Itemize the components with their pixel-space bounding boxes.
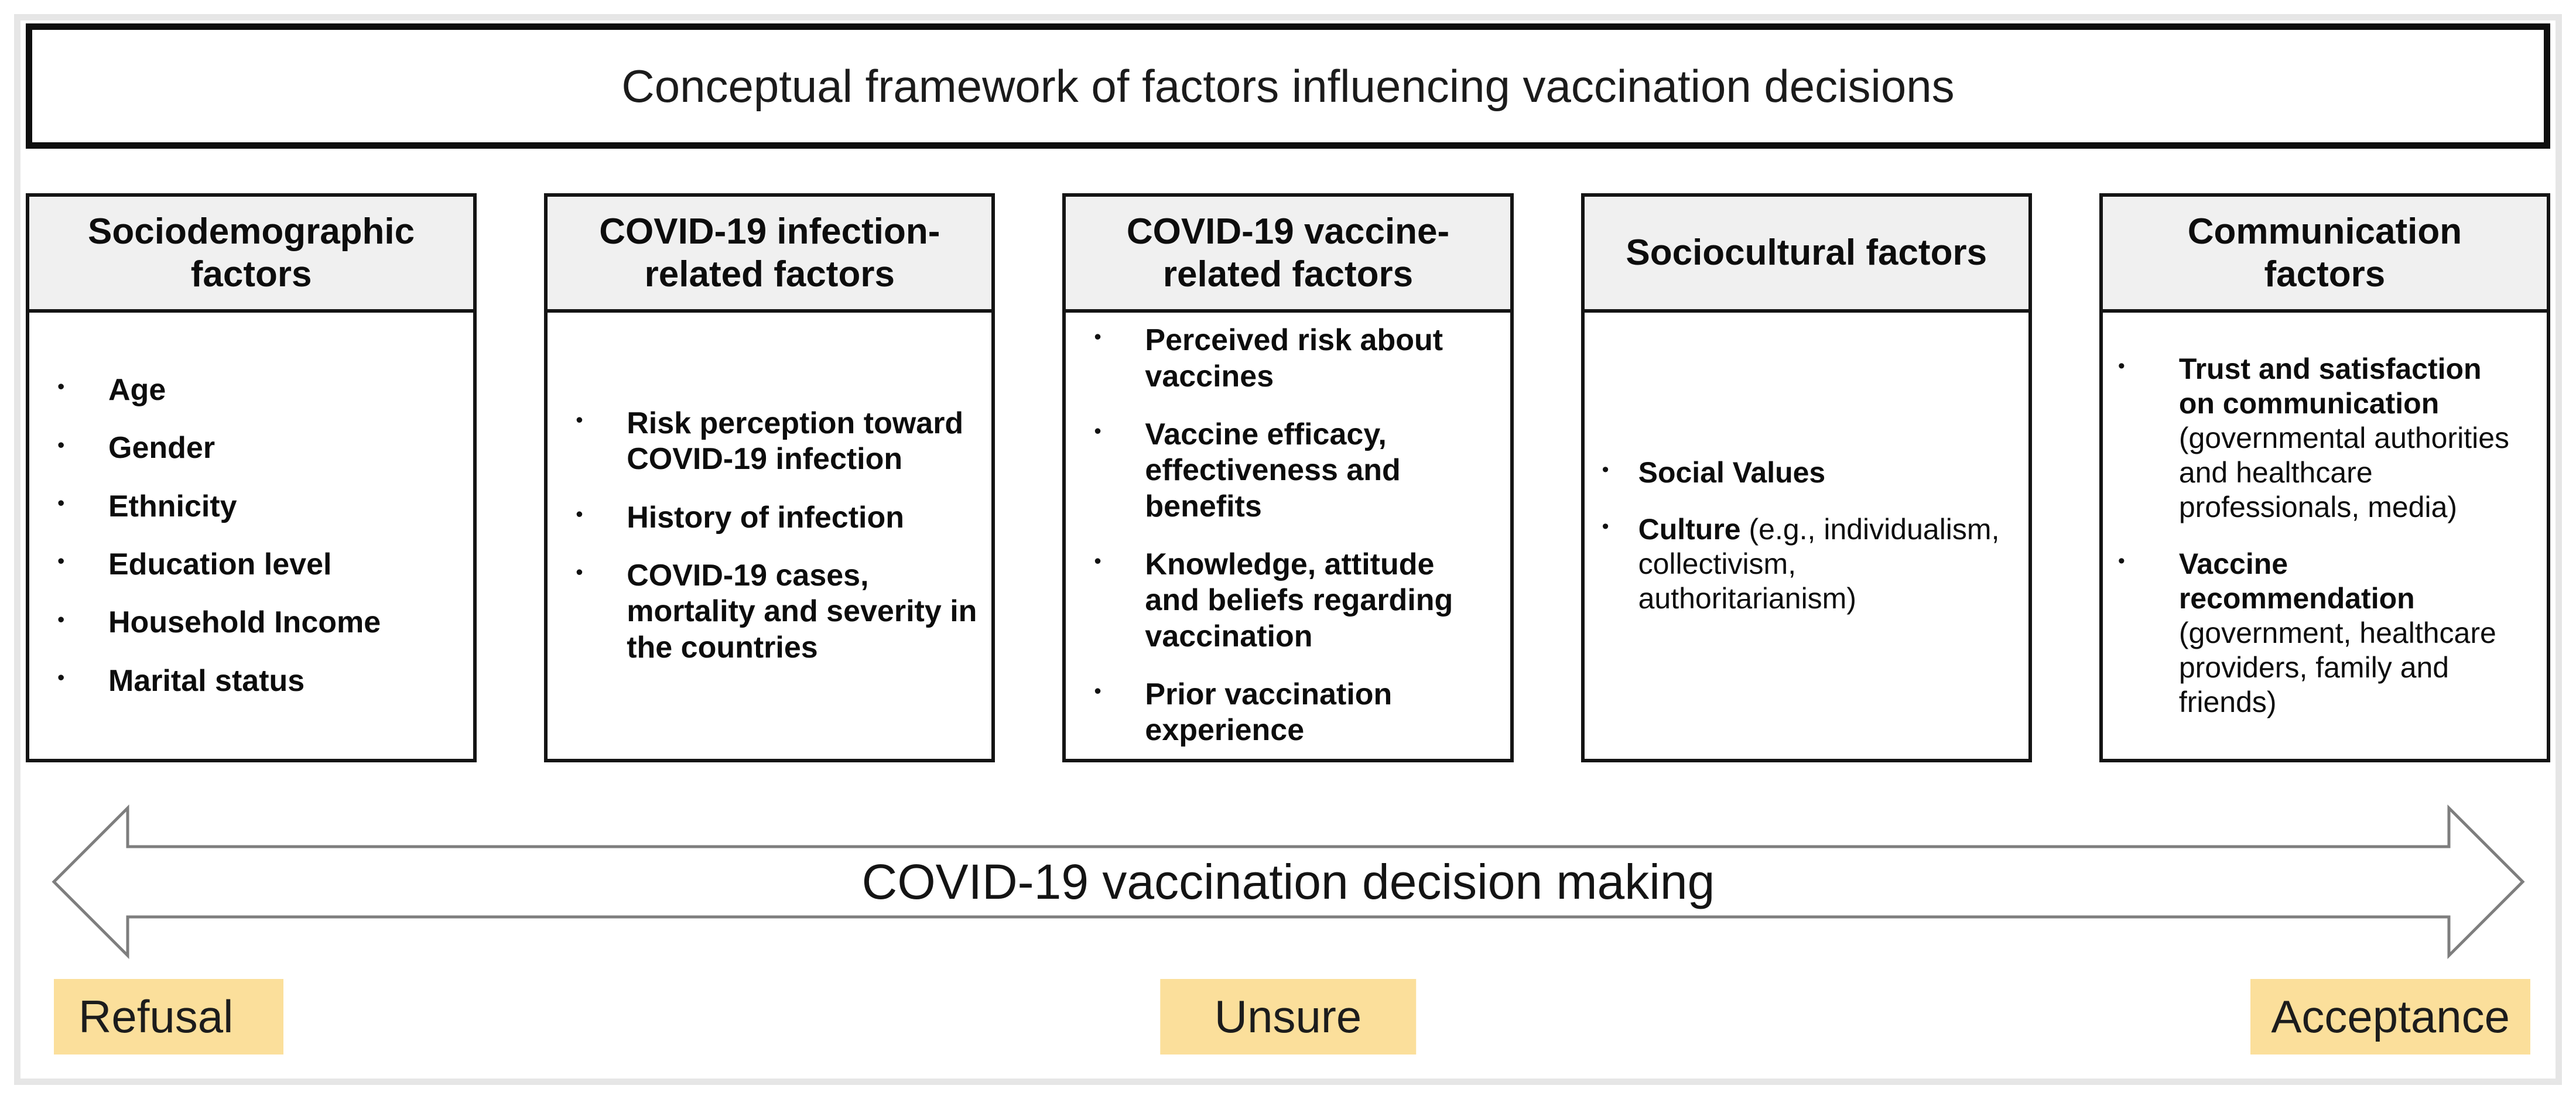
bullet-icon: • — [57, 375, 65, 399]
factor-item-text: COVID-19 cases, mortality and severity i… — [627, 559, 977, 665]
factor-box-vaccine: COVID-19 vaccine- related factors • Perce… — [1062, 193, 1514, 762]
bullet-icon: • — [576, 502, 583, 526]
factor-item: • Risk perception toward COVID-19 infecti… — [548, 406, 977, 478]
factor-box-body: • Perceived risk about vaccines • Vaccine … — [1066, 313, 1510, 759]
factor-item-text: Vaccine recommendation — [2178, 547, 2415, 615]
factor-item-detail: (governmental authorities and healthcare… — [2178, 422, 2509, 523]
factor-item: • Social Values — [1585, 456, 2011, 490]
factor-item: • Vaccine efficacy, effectiveness and ben… — [1066, 417, 1495, 525]
factor-item-list: • Perceived risk about vaccines • Vaccine … — [1066, 323, 1495, 749]
bullet-icon: • — [57, 433, 65, 457]
header-line: related factors — [1162, 254, 1414, 295]
factor-item-text: Perceived risk about vaccines — [1145, 323, 1443, 393]
factor-item: • Ethnicity — [29, 489, 459, 525]
header-line: factors — [2264, 254, 2386, 295]
factor-item-text: Culture — [1638, 513, 1741, 546]
factor-item-text: Marital status — [108, 663, 305, 698]
factor-item: • COVID-19 cases, mortality and severity … — [548, 558, 977, 666]
header-line: Sociocultural factors — [1626, 232, 1987, 273]
factor-item-text: Risk perception toward COVID-19 infectio… — [627, 406, 964, 477]
bullet-icon: • — [1094, 326, 1101, 349]
factor-box-header: COVID-19 infection- related factors — [548, 197, 992, 313]
factor-box-communication: Communication factors • Trust and satisfa… — [2099, 193, 2551, 762]
factor-box-sociodemographic: Sociodemographic factors • Age • Gender • E… — [26, 193, 477, 762]
outcome-refusal: Refusal — [54, 979, 284, 1055]
factor-box-infection: COVID-19 infection- related factors • Ris… — [544, 193, 995, 762]
header-line: COVID-19 vaccine- — [1126, 211, 1450, 252]
factor-boxes-row: Sociodemographic factors • Age • Gender • E… — [26, 193, 2551, 762]
outcome-acceptance: Acceptance — [2250, 979, 2530, 1055]
factor-item: • Perceived risk about vaccines — [1066, 323, 1495, 395]
arrow-label-wrap: COVID-19 vaccination decision making — [52, 847, 2525, 917]
bullet-icon: • — [57, 491, 65, 515]
outcome-unsure: Unsure — [1159, 979, 1417, 1055]
factor-box-header: Sociodemographic factors — [29, 197, 474, 313]
factor-item-text: Household Income — [108, 605, 381, 640]
bullet-icon: • — [2117, 355, 2125, 378]
factor-item: • Gender — [29, 430, 459, 466]
factor-box-header: Sociocultural factors — [1584, 197, 2028, 313]
header-line: Communication — [2187, 211, 2462, 252]
factor-item-detail: (government, healthcare providers, famil… — [2178, 617, 2496, 718]
factor-item-list: • Trust and satisfaction on communication… — [2103, 352, 2522, 720]
bullet-icon: • — [57, 608, 65, 631]
header-line: COVID-19 infection- — [599, 211, 940, 252]
header-line: factors — [190, 254, 312, 295]
factor-item-text: Ethnicity — [108, 489, 237, 523]
factor-item: • Prior vaccination experience — [1066, 677, 1495, 749]
factor-item: • Household Income — [29, 605, 459, 641]
factor-item: • Education level — [29, 547, 459, 583]
factor-item: • Knowledge, attitude and beliefs regardi… — [1066, 547, 1495, 655]
factor-item-detail: (e.g., individualism, collectivism, auth… — [1638, 513, 2000, 615]
factor-item: • Trust and satisfaction on communication… — [2103, 352, 2522, 525]
factor-item-text: Prior vaccination experience — [1145, 677, 1393, 748]
bullet-icon: • — [1602, 458, 1609, 481]
factor-item-text: Trust and satisfaction on communication — [2178, 352, 2482, 420]
factor-box-header: COVID-19 vaccine- related factors — [1066, 197, 1510, 313]
factor-item-text: Vaccine efficacy, effectiveness and bene… — [1145, 417, 1401, 523]
factor-box-header: Communication factors — [2102, 197, 2547, 313]
decision-arrow-label: COVID-19 vaccination decision making — [861, 854, 1715, 909]
factor-item-text: Gender — [108, 431, 215, 465]
factor-item: • Marital status — [29, 663, 459, 699]
bullet-icon: • — [1094, 680, 1101, 703]
factor-box-body: • Age • Gender • Ethnicity • Education level… — [29, 313, 473, 759]
header-line: Sociodemographic — [88, 211, 415, 252]
bullet-icon: • — [2117, 550, 2125, 573]
factor-item-list: • Risk perception toward COVID-19 infecti… — [548, 406, 977, 666]
bullet-icon: • — [576, 409, 583, 432]
title-box: Conceptual framework of factors influenc… — [26, 23, 2550, 149]
factor-box-body: • Risk perception toward COVID-19 infecti… — [548, 313, 991, 759]
factor-item-text: History of infection — [627, 500, 904, 535]
bullet-icon: • — [1094, 420, 1101, 443]
bullet-icon: • — [57, 666, 65, 689]
factor-item-text: Education level — [108, 547, 332, 581]
factor-item-text: Knowledge, attitude and beliefs regardin… — [1145, 547, 1453, 653]
factor-item-list: • Age • Gender • Ethnicity • Education level… — [29, 372, 459, 699]
factor-item-text: Age — [108, 372, 166, 407]
factor-box-body: • Trust and satisfaction on communication… — [2103, 313, 2547, 759]
bullet-icon: • — [1602, 515, 1609, 538]
factor-item: • Age — [29, 372, 459, 408]
header-line: related factors — [644, 254, 895, 295]
factor-box-body: • Social Values • Culture (e.g., individua… — [1585, 313, 2028, 759]
factor-box-sociocultural: Sociocultural factors • Social Values • Cu… — [1581, 193, 2032, 762]
factor-item-text: Social Values — [1638, 456, 1826, 489]
factor-item: • History of infection — [548, 500, 977, 536]
double-arrow-icon — [52, 804, 2525, 960]
bullet-icon: • — [576, 561, 583, 584]
factor-item-list: • Social Values • Culture (e.g., individua… — [1585, 456, 2011, 616]
bullet-icon: • — [57, 550, 65, 573]
figure-title: Conceptual framework of factors influenc… — [621, 60, 1955, 112]
factor-item: • Culture (e.g., individualism, collectiv… — [1585, 512, 2011, 616]
factor-item: • Vaccine recommendation (government, hea… — [2103, 547, 2522, 720]
bullet-icon: • — [1094, 550, 1101, 573]
